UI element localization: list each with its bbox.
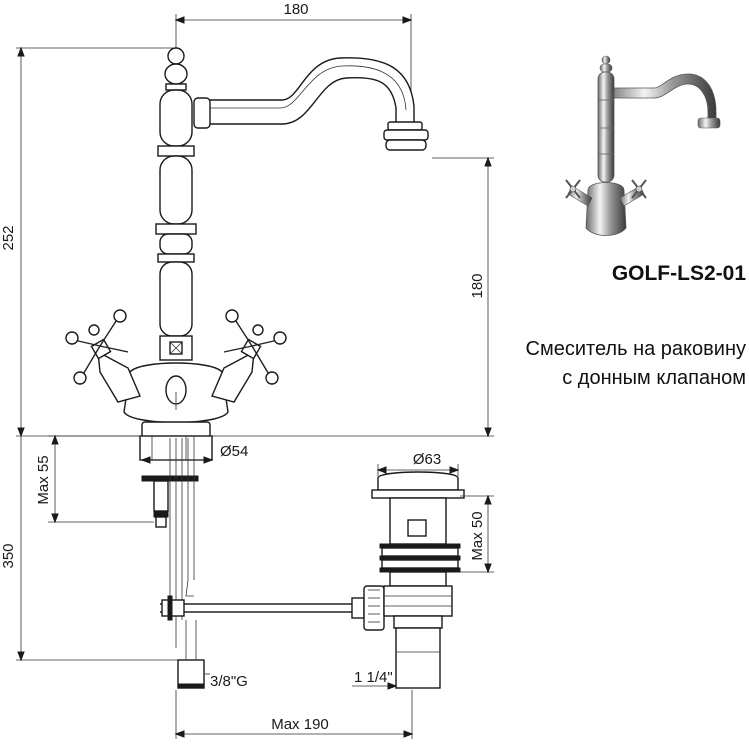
dim-max-width-label: Max 190 [271,716,329,733]
faucet-base-mount [139,421,213,689]
drain-rod [160,585,385,631]
faucet-body [123,47,229,424]
dim-drain-thread: 1 1/4" [352,669,398,690]
product-description: Смеситель на раковину с донным клапаном [470,335,746,393]
dim-hose-length-label: 350 [0,543,17,568]
handle-right [211,309,287,403]
product-description-line2: с донным клапаном [562,367,746,389]
dim-max-width: Max 190 [174,690,414,739]
drain-valve [371,471,465,689]
faucet-spout [193,57,429,151]
dim-max-thickness: Max 55 [35,434,154,524]
handle-left [65,309,141,403]
dim-hose-length: 350 [0,436,178,662]
dim-drain-thread-label: 1 1/4" [354,669,393,686]
dim-spout-reach: 180 [174,1,413,130]
dim-spout-reach-label: 180 [283,1,308,18]
dim-max-thickness-label: Max 55 [35,455,52,504]
product-description-line1: Смеситель на раковину [525,338,746,360]
dim-spout-height: 180 [212,156,494,438]
dim-drain-diameter-label: Ø63 [413,451,441,468]
dim-total-height-label: 252 [0,225,17,250]
dim-base-diameter: Ø54 [140,443,248,464]
dim-connection: 3/8"G [204,673,248,690]
dim-base-diameter-label: Ø54 [220,443,248,460]
product-thumbnail [565,55,721,236]
dim-drain-max-label: Max 50 [469,511,486,560]
dim-drain-max: Max 50 [460,494,494,574]
product-model-title: GOLF-LS2-01 [611,262,746,285]
dim-spout-height-label: 180 [469,273,486,298]
dim-connection-label: 3/8"G [210,673,248,690]
dim-drain-diameter: Ø63 [376,451,460,476]
